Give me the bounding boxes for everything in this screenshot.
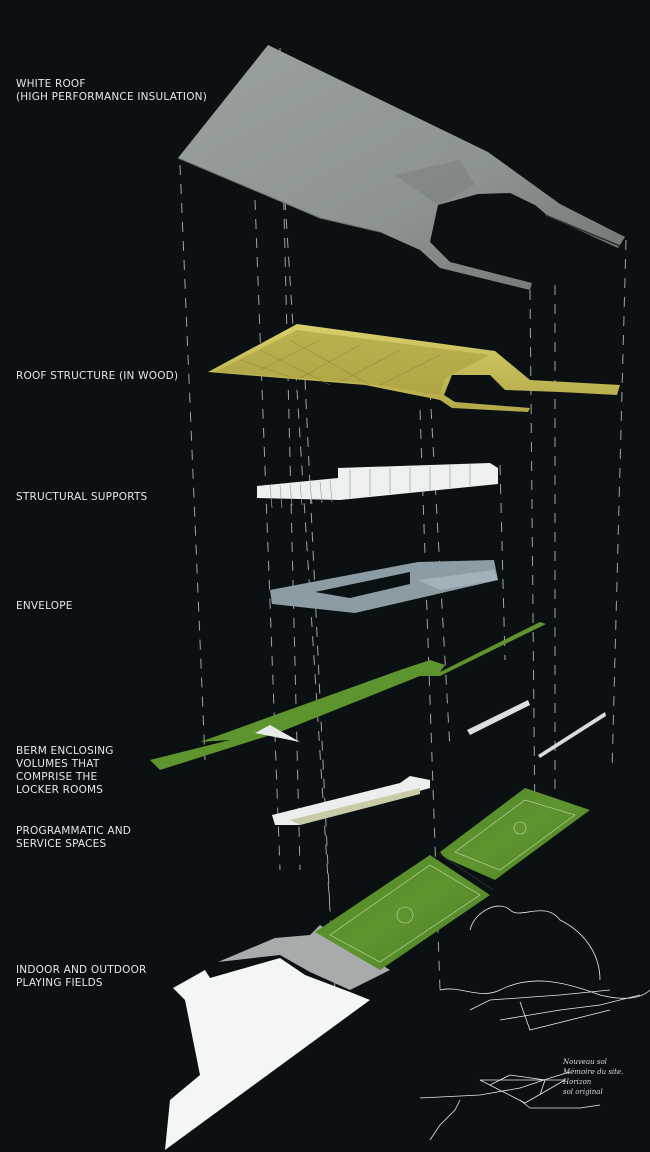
label-programmatic: PROGRAMMATIC AND SERVICE SPACES [16,825,132,850]
envelope-shape [270,560,498,613]
programmatic-shape [272,776,430,825]
label-playing-fields: INDOOR AND OUTDOOR PLAYING FIELDS [16,964,147,989]
white-roof-shape [177,45,625,290]
label-roof-structure: ROOF STRUCTURE (IN WOOD) [16,370,179,382]
label-white-roof: WHITE ROOF (HIGH PERFORMANCE INSULATION) [16,78,208,103]
label-envelope: ENVELOPE [16,600,73,612]
structural-supports-shape [257,463,498,509]
label-berm: BERM ENCLOSING VOLUMES THAT COMPRISE THE… [16,745,114,796]
section-sketch [419,1071,601,1141]
berm-shape [150,622,606,770]
sketch-annotation: Nouveau sol Mémoire du site. Horizon sol… [563,1058,624,1096]
site-sketch [439,905,650,1031]
roof-structure-shape [208,324,620,412]
label-structural-supports: STRUCTURAL SUPPORTS [16,491,148,503]
playing-fields-shape [165,788,590,1150]
